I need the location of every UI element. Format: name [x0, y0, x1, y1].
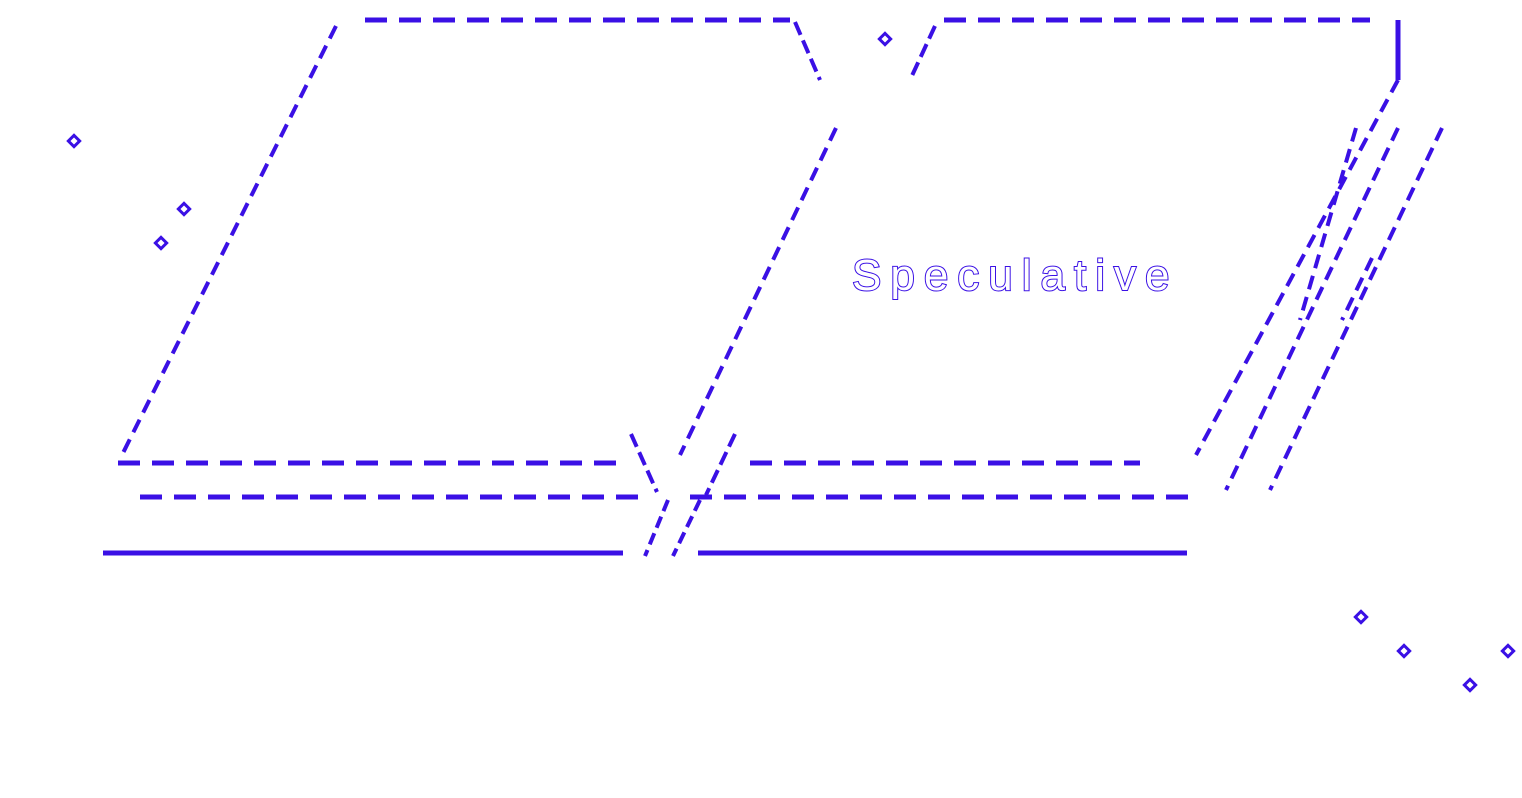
- right-page-right-edge-d: [1298, 127, 1358, 321]
- left-page-top-fold: [793, 21, 822, 81]
- right-page-right-edge-c: [1224, 127, 1400, 491]
- spine-lower-slash-a: [643, 499, 670, 557]
- sparkle-group: [66, 31, 1516, 693]
- right-page-right-edge-b: [1268, 127, 1444, 491]
- sparkle-icon: [1353, 609, 1369, 625]
- right-page-right-edge-e: [1340, 257, 1374, 321]
- sparkle-icon: [66, 133, 82, 149]
- right-page-right-edge-a: [1194, 79, 1400, 456]
- spine-lower-slash-b: [671, 499, 702, 557]
- book-outline-strokes: [103, 17, 1444, 557]
- left-page-right-spine: [678, 127, 838, 456]
- sparkle-icon: [1396, 643, 1412, 659]
- spine-left-slash: [629, 433, 659, 493]
- spine-right-slash: [704, 433, 737, 496]
- speculative-label: Speculative: [852, 251, 1178, 300]
- sparkle-icon: [877, 31, 893, 47]
- sparkle-icon: [1462, 677, 1478, 693]
- sparkle-icon: [1500, 643, 1516, 659]
- sparkle-icon: [153, 235, 169, 251]
- sparkle-icon: [176, 201, 192, 217]
- left-page-left-edge: [120, 25, 338, 456]
- right-page-top-corner: [908, 25, 937, 81]
